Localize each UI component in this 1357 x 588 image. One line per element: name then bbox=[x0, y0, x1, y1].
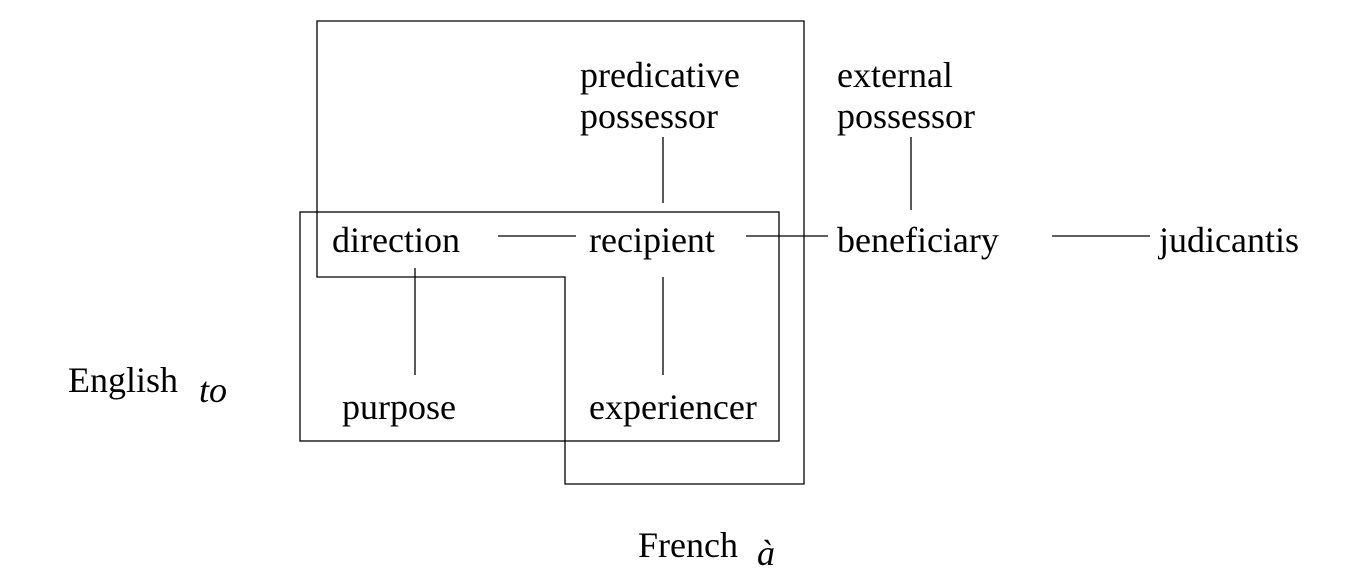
node-external-possessor: external possessor bbox=[837, 55, 975, 136]
english-to-label: English to bbox=[68, 360, 227, 410]
english-form-label: to bbox=[199, 370, 227, 410]
french-a-region bbox=[316, 20, 805, 485]
node-external-possessor-line-1: external bbox=[837, 55, 953, 95]
node-predicative-possessor-line-1: predicative bbox=[580, 55, 740, 95]
node-predicative-possessor: predicative possessor bbox=[580, 55, 749, 136]
english-language-label: English bbox=[68, 360, 178, 400]
english-to-region bbox=[299, 211, 780, 442]
node-experiencer: experiencer bbox=[589, 387, 757, 427]
node-recipient: recipient bbox=[589, 220, 715, 260]
node-predicative-possessor-line-2: possessor bbox=[580, 96, 718, 136]
french-language-label: French bbox=[638, 525, 738, 565]
french-a-label: French à bbox=[638, 525, 775, 573]
french-form-label: à bbox=[757, 533, 775, 573]
node-purpose: purpose bbox=[342, 387, 456, 427]
node-direction: direction bbox=[332, 220, 460, 260]
node-beneficiary: beneficiary bbox=[837, 220, 999, 260]
node-judicantis: judicantis bbox=[1157, 220, 1299, 260]
node-external-possessor-line-2: possessor bbox=[837, 96, 975, 136]
